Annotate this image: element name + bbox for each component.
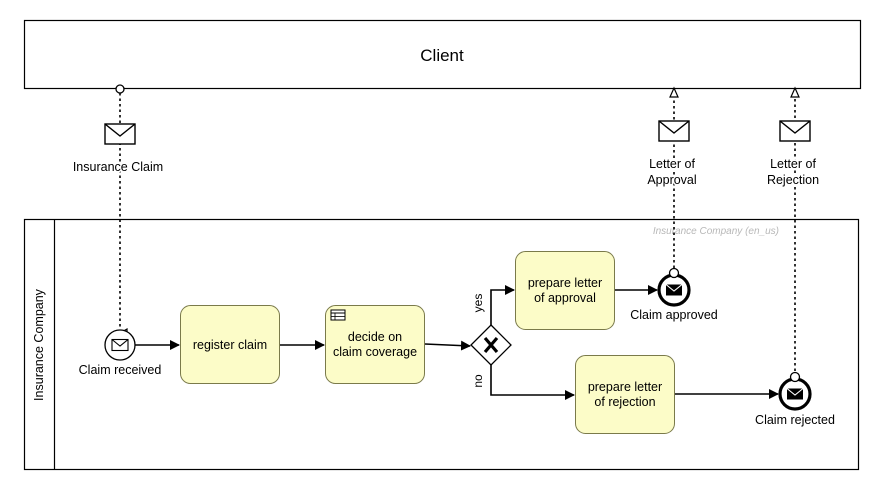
- end-event-rejected-label: Claim rejected: [755, 413, 835, 427]
- task-register-claim[interactable]: [180, 305, 280, 384]
- task-decide-label-line1: decide on: [348, 330, 402, 344]
- message-event-icon: [787, 388, 803, 400]
- gateway-yes-label: yes: [471, 294, 485, 313]
- task-prepare-letter-of-rejection[interactable]: [575, 355, 675, 434]
- envelope-flap: [658, 120, 690, 134]
- task-approval-label-line1: prepare letter: [528, 276, 602, 290]
- message-flow-source-dot: [115, 84, 125, 94]
- task-prepare-letter-of-approval[interactable]: [515, 251, 615, 330]
- message-envelope-approval: [658, 120, 690, 142]
- task-register-claim-label: register claim: [193, 338, 267, 352]
- envelope-flap: [786, 388, 804, 396]
- message-envelope-rejection: [779, 120, 811, 142]
- envelope-flap: [111, 339, 129, 347]
- message-label-approval-line2: Approval: [647, 173, 696, 187]
- sequence-flow-decide-to-gateway[interactable]: [424, 340, 471, 351]
- message-flow-attach-dot: [789, 371, 801, 383]
- message-event-icon: [666, 284, 682, 296]
- gateway-x-icon: [483, 336, 499, 354]
- gateway-no-label: no: [471, 374, 485, 388]
- message-label-rejection-line1: Letter of: [770, 157, 816, 171]
- client-pool[interactable]: [23, 19, 862, 90]
- message-label-approval-line1: Letter of: [649, 157, 695, 171]
- message-envelope-insurance-claim: [104, 123, 136, 145]
- start-event-claim-received[interactable]: [104, 329, 136, 361]
- business-rule-task-icon: [330, 309, 346, 321]
- message-flow-rejection-arrowhead: [790, 86, 800, 98]
- envelope-flap: [665, 284, 683, 292]
- task-decide-on-claim-coverage[interactable]: [325, 305, 425, 384]
- message-event-icon: [111, 338, 129, 352]
- end-event-claim-rejected[interactable]: [778, 371, 812, 411]
- task-rejection-label-line1: prepare letter: [588, 380, 662, 394]
- envelope-flap: [104, 123, 136, 137]
- message-label-rejection-line2: Rejection: [767, 173, 819, 187]
- message-flow-attach-dot: [668, 267, 680, 279]
- message-label-insurance-claim: Insurance Claim: [73, 160, 163, 174]
- sequence-flow-gateway-yes[interactable]: [490, 285, 515, 325]
- pool-watermark: Insurance Company (en_us): [653, 226, 779, 237]
- start-event-label: Claim received: [79, 363, 162, 377]
- insurance-company-lane-label: Insurance Company: [32, 288, 46, 401]
- task-decide-label-line2: claim coverage: [333, 345, 417, 359]
- end-event-approved-label: Claim approved: [630, 308, 718, 322]
- task-approval-label-line2: of approval: [534, 291, 596, 305]
- task-rejection-label-line2: of rejection: [594, 395, 655, 409]
- envelope-flap: [779, 120, 811, 134]
- client-pool-title: Client: [420, 46, 464, 65]
- sequence-flow-gateway-no[interactable]: [490, 365, 575, 400]
- end-event-claim-approved[interactable]: [657, 267, 691, 307]
- message-flow-approval-arrowhead: [669, 86, 679, 98]
